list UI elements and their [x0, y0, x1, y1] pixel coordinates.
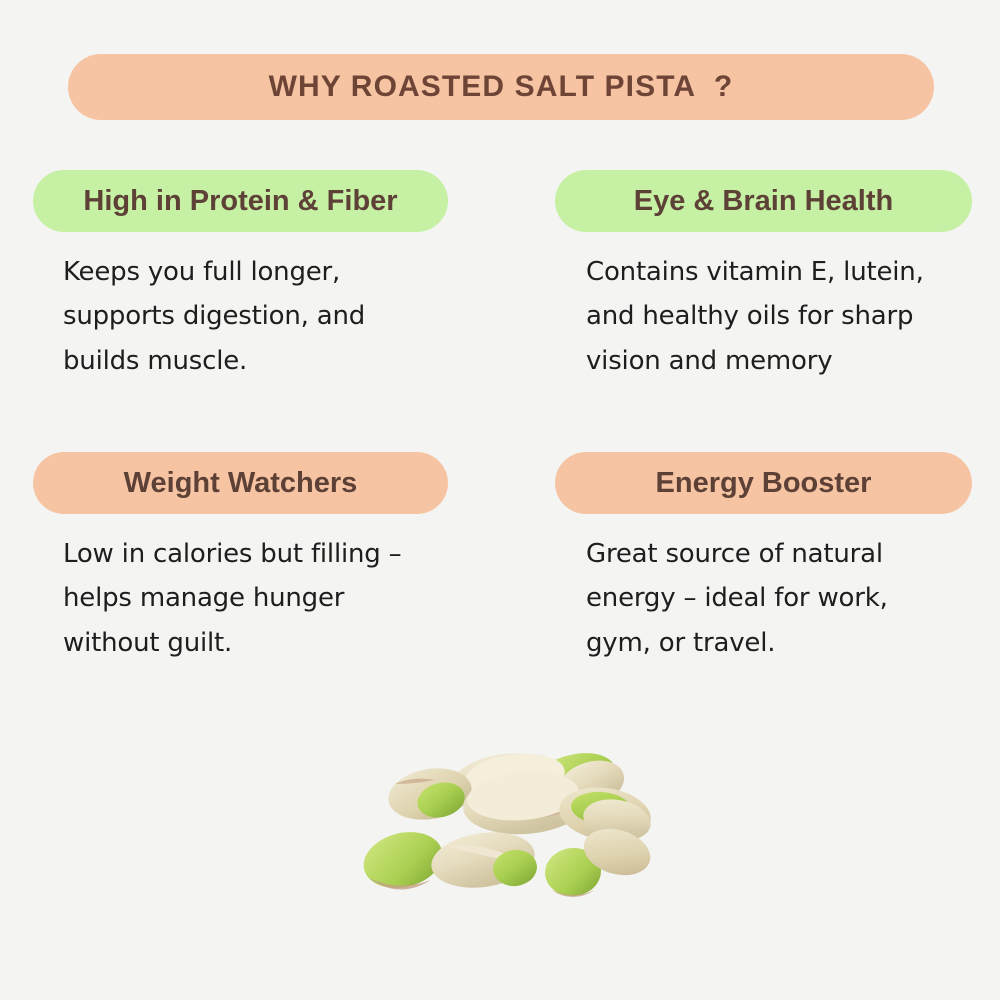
benefit-body-energy-booster: Great source of natural energy – ideal f…: [586, 539, 888, 658]
benefit-card-weight-watchers: Weight Watchers Low in calories but fill…: [33, 452, 448, 665]
benefit-card-energy-booster: Energy Booster Great source of natural e…: [555, 452, 972, 665]
benefit-body-high-in-protein-and-fiber: Keeps you full longer, supports digestio…: [63, 257, 366, 376]
page-title: WHY ROASTED SALT PISTA ?: [268, 70, 734, 103]
benefit-heading-eye-and-brain-health: Eye & Brain Health: [633, 184, 894, 217]
benefit-card-high-in-protein-and-fiber: High in Protein & Fiber Keeps you full l…: [33, 170, 448, 383]
benefit-heading-pill-weight-watchers: Weight Watchers: [33, 452, 448, 514]
benefit-heading-pill-energy-booster: Energy Booster: [555, 452, 972, 514]
benefit-card-eye-and-brain-health: Eye & Brain Health Contains vitamin E, l…: [555, 170, 972, 383]
pistachio-illustration-svg: [363, 753, 651, 897]
benefit-heading-high-in-protein-and-fiber: High in Protein & Fiber: [83, 184, 398, 217]
benefit-body-weight-watchers: Low in calories but filling – helps mana…: [63, 539, 402, 658]
benefit-heading-weight-watchers: Weight Watchers: [123, 466, 358, 499]
page-title-pill: WHY ROASTED SALT PISTA ?: [68, 54, 934, 120]
benefit-heading-pill-eye-and-brain-health: Eye & Brain Health: [555, 170, 972, 232]
pistachio-nuts-image: [355, 732, 655, 917]
benefit-heading-energy-booster: Energy Booster: [655, 466, 872, 499]
benefit-body-eye-and-brain-health: Contains vitamin E, lutein, and healthy …: [586, 257, 924, 376]
benefits-row-2: Weight Watchers Low in calories but fill…: [0, 452, 1000, 692]
benefits-row-1: High in Protein & Fiber Keeps you full l…: [0, 170, 1000, 452]
benefits-grid: High in Protein & Fiber Keeps you full l…: [0, 170, 1000, 692]
benefit-heading-pill-high-in-protein-and-fiber: High in Protein & Fiber: [33, 170, 448, 232]
